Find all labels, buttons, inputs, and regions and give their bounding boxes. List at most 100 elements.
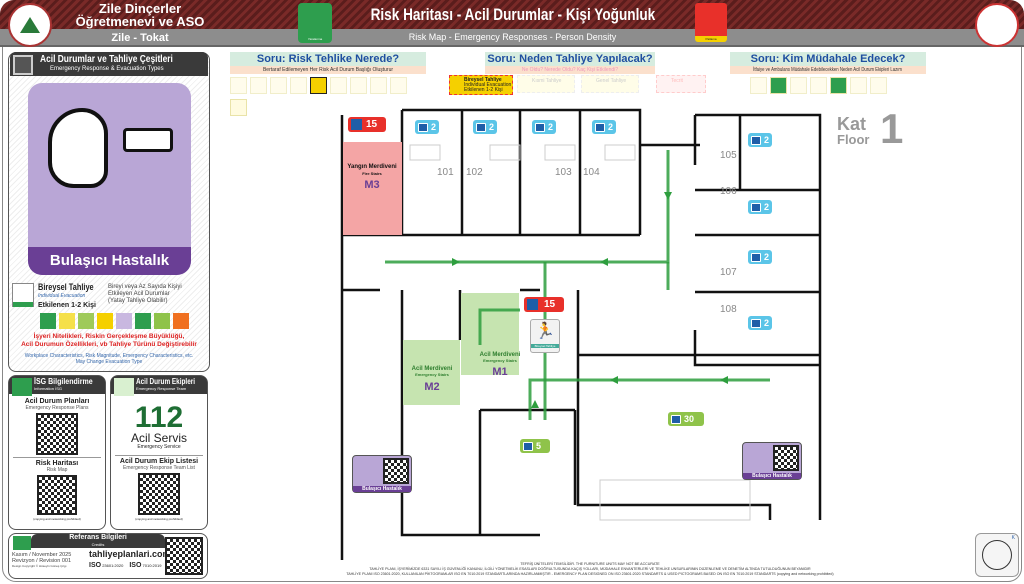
hazard-pictograms	[230, 77, 426, 121]
bed-capacity-badge: 2	[748, 316, 773, 330]
warning-icon	[250, 77, 267, 94]
bed-icon	[751, 202, 761, 212]
question-title: Soru: Kim Müdahale Edecek?	[730, 52, 926, 66]
dining-icon	[671, 414, 681, 424]
room-number: 103	[555, 167, 572, 178]
panel-title: Acil Durumlar ve Tahliye Çeşitleri	[40, 54, 173, 65]
warning-icon	[370, 77, 387, 94]
bed-capacity-badge: 2	[748, 200, 773, 214]
disease-label: Bulaşıcı Hastalık	[28, 247, 191, 275]
plans-label: Acil Durum Planları	[24, 398, 90, 405]
stairs-icon	[351, 119, 362, 130]
disease-qr-code[interactable]	[773, 445, 799, 471]
credits-qr-code[interactable]	[165, 537, 203, 575]
exit-icon	[790, 77, 807, 94]
emergency-service: Acil Servis	[130, 431, 187, 445]
room-number: 104	[583, 167, 600, 178]
thermometer-icon	[123, 128, 173, 152]
subheader-bar	[0, 29, 1024, 47]
panel-title-en: Emergency Response & Evacuation Types	[50, 66, 164, 72]
north-label: K	[1011, 535, 1015, 541]
m3-label: Yangın Merdiveni	[347, 164, 397, 170]
m1-label: Acil Merdiveni	[480, 352, 521, 358]
warning-icon	[290, 77, 307, 94]
arrow-icon	[531, 400, 539, 408]
warning-icon	[330, 77, 347, 94]
emergency-stairs-m2	[403, 340, 460, 405]
team-list-qr-code[interactable]	[138, 473, 180, 515]
arrow-icon	[610, 376, 618, 384]
disease-qr-code[interactable]	[383, 458, 409, 484]
fire-icon	[750, 77, 767, 94]
room-number: 102	[466, 167, 483, 178]
room-number: 107	[720, 267, 737, 278]
evac-types-inactive: Kısmi Tahliye Genel Tahliye	[517, 75, 677, 93]
website-link[interactable]: tahliyeplanlari.com	[89, 549, 171, 559]
iso-logo: ISO 23601:2020	[89, 562, 124, 569]
divider	[13, 457, 101, 458]
question-why: Soru: Neden Tahliye Yapılacak? Ne Oldu? …	[485, 52, 655, 74]
org-line1: Zile Dinçerler	[98, 1, 182, 16]
gas-icon	[97, 313, 113, 329]
walls	[340, 108, 822, 560]
evac-warning: İşyeri Nitelikleri, Riskin Gerçekleşme B…	[21, 333, 197, 348]
warning-icon	[390, 77, 407, 94]
electric-icon	[850, 77, 867, 94]
bed-icon	[751, 318, 761, 328]
m1-code: M1	[492, 366, 507, 378]
org-chart-icon	[12, 378, 32, 396]
disease-marker: Bulaşıcı Hastalık	[742, 442, 802, 480]
stairs-icon	[527, 299, 538, 310]
route-arrows	[452, 192, 728, 408]
m2-code: M2	[424, 381, 439, 393]
arrow-icon	[720, 376, 728, 384]
question-who: Soru: Kim Müdahale Edecek? İtfaiye ve Am…	[730, 52, 926, 99]
warning-icon	[270, 77, 287, 94]
exit-sign: 🏃Bireysel Tahliye	[530, 319, 560, 353]
emergency-type-pictograms	[40, 313, 189, 329]
earthquake-icon	[59, 313, 75, 329]
room-number: 105	[720, 150, 737, 161]
m3-code: M3	[364, 179, 379, 191]
m1-capacity-badge: 15	[524, 297, 564, 312]
rescue-icon	[810, 77, 827, 94]
bed-icon	[751, 252, 761, 262]
evac-type-isolation: Tecrit	[656, 75, 706, 93]
question-where: Soru: Risk Tehlike Nerede? Bertaraf Edil…	[230, 52, 426, 121]
bed-capacity-badge: 2	[473, 120, 498, 134]
evacuation-team-icon	[830, 77, 847, 94]
bed-capacity-badge: 2	[748, 250, 773, 264]
bed-icon	[535, 122, 545, 132]
disease-card: Bulaşıcı Hastalık	[28, 83, 191, 275]
injury-icon	[40, 313, 56, 329]
plans-qr-code[interactable]	[36, 413, 78, 455]
disease-marker: Bulaşıcı Hastalık	[352, 455, 412, 493]
bed-capacity-badge: 2	[748, 133, 773, 147]
room-number: 108	[720, 304, 737, 315]
divider	[115, 455, 203, 456]
org-logo	[8, 3, 52, 47]
question-subtitle: Bertaraf Edilemeyen Her Risk Acil Durum …	[230, 66, 426, 74]
m3-label-en: Fire Stairs	[362, 171, 382, 176]
running-person-icon: 🏃	[535, 323, 555, 340]
iso-logo: ISO 7010:2019	[129, 562, 162, 569]
poisoning-icon	[78, 313, 94, 329]
header-bar	[0, 0, 1024, 29]
running-person-icon	[12, 283, 34, 307]
riskmap-label: Risk Haritası	[35, 460, 79, 467]
riskmap-qr-code[interactable]	[37, 475, 77, 515]
m3-capacity-badge: 15	[348, 117, 386, 132]
bed-icon	[476, 122, 486, 132]
emergency-stairs-m1	[461, 293, 519, 375]
furniture	[409, 144, 751, 521]
